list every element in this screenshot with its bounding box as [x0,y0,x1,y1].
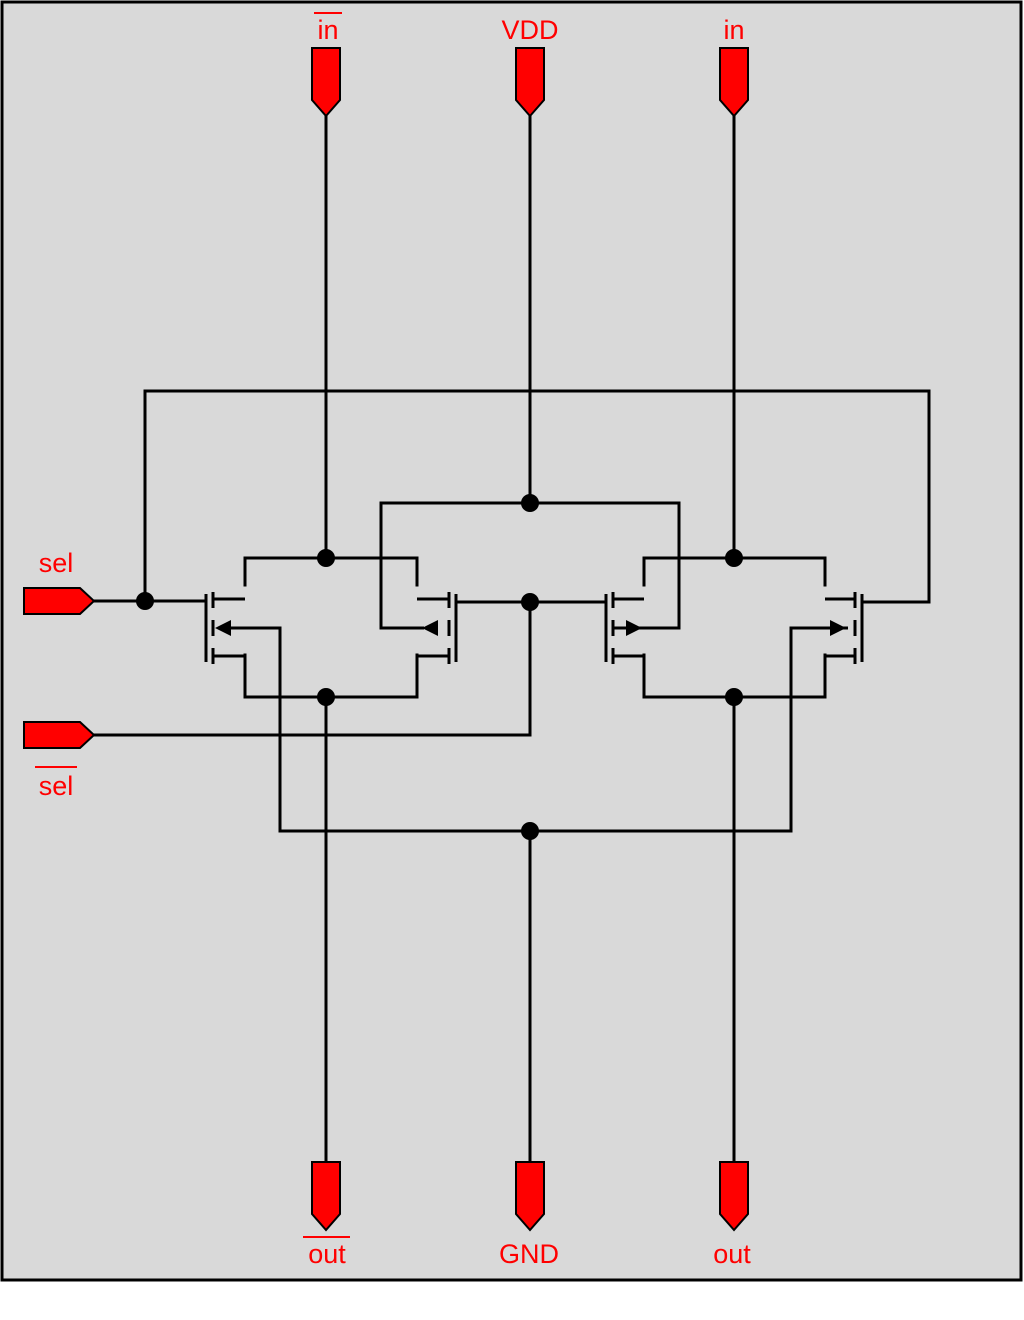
junction-dot [521,822,539,840]
junction-dot [521,494,539,512]
pin-sel[interactable] [23,587,96,615]
junction-dot [317,549,335,567]
pin-out-bar[interactable] [311,1161,341,1232]
label-vdd: VDD [501,15,558,45]
junction-dot [725,688,743,706]
nmos-left [204,592,280,664]
pin-out[interactable] [719,1161,749,1232]
nmos-right [604,592,679,664]
junction-dot [317,688,335,706]
junction-dot [521,593,539,611]
pin-sel-bar[interactable] [23,721,96,749]
pin-gnd[interactable] [515,1161,545,1232]
junction-dot [725,549,743,567]
junction-dot [136,592,154,610]
pin-in[interactable] [719,47,749,118]
nmos-right-arrow [626,620,642,636]
schematic-frame [0,0,1023,1282]
label-in-bar: in [317,15,338,45]
pin-vdd[interactable] [515,47,545,118]
label-sel: sel [39,548,74,578]
pmos-left [381,592,458,664]
pmos-right-arrow [830,620,846,636]
pmos-right [791,592,864,664]
wire-sel-loop [143,389,931,604]
label-sel-bar: sel [39,771,74,801]
label-out-bar: out [308,1239,346,1269]
nmos-left-arrow [215,620,231,636]
labels: in VDD in sel sel out GND out [35,12,751,1269]
label-out: out [713,1239,751,1269]
pin-in-bar[interactable] [311,47,341,118]
label-in: in [723,15,744,45]
junctions [136,494,743,840]
pins [23,47,749,1232]
wire-sel-bar [90,600,532,737]
label-gnd: GND [499,1239,559,1269]
pmos-left-arrow [422,620,438,636]
